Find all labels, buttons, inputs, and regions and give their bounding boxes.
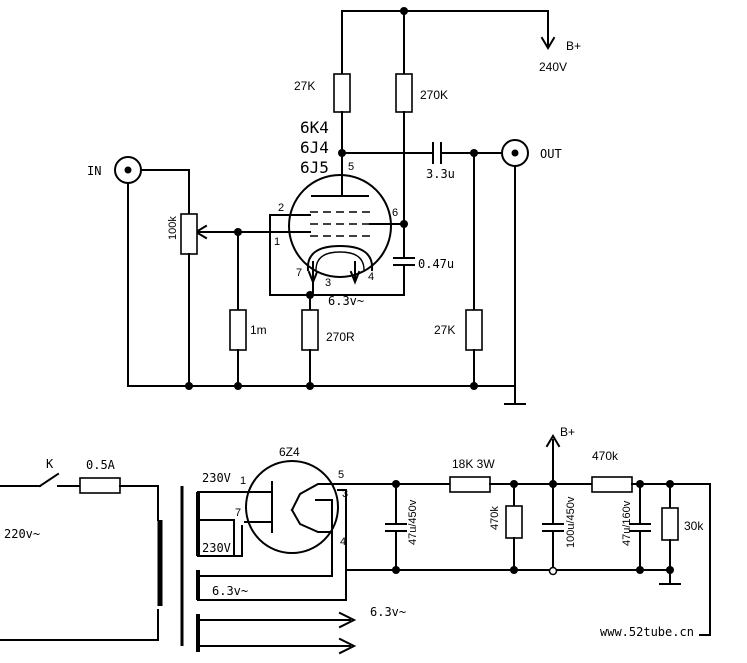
psu-rail: 18K 3W 470k www.52tube.cn [337, 449, 711, 639]
rect-pin-5: 5 [338, 469, 344, 481]
pentode-tube: 5 2 6 1 7 3 4 [274, 161, 398, 289]
cathode-resistor-label: 270R [326, 330, 355, 344]
filter-cap-2: 100u/450v [542, 483, 577, 569]
in-label: IN [87, 164, 101, 178]
load-resistor-label: 27K [434, 323, 455, 337]
fuse-label: 0.5A [86, 458, 116, 472]
screen-capacitor-label: 0.47u [418, 257, 454, 271]
preamp-stage: B+ 240V 27K 270K 6K4 6J4 6J5 [87, 7, 581, 405]
r470k-top-label: 470k [592, 449, 619, 463]
tube-pin-2: 2 [278, 202, 284, 214]
psu-ground [345, 566, 674, 576]
tube-pin-1: 1 [274, 236, 280, 248]
switch-label: K [46, 457, 54, 471]
ground-bus [127, 382, 516, 390]
power-transformer [157, 486, 200, 652]
output-jack: OUT [501, 139, 562, 405]
tube-type-1: 6K4 [300, 118, 329, 137]
b-plus-voltage: 240V [539, 60, 567, 74]
c1-label: 47u/450v [407, 499, 419, 545]
cathode-loop: 6.3v~ [269, 214, 405, 308]
series-resistor-label: 18K 3W [452, 457, 495, 471]
tube-pin-4: 4 [368, 271, 374, 283]
grid-resistor: 1m [229, 231, 267, 387]
bleeder-resistor: 470k [489, 483, 523, 571]
hv-secondary: 230V 230V [197, 471, 246, 557]
plate-resistor-label: 27K [294, 79, 315, 93]
hv-bottom-label: 230V [202, 541, 231, 555]
pot-label: 100k [167, 216, 179, 240]
rect-tube-label: 6Z4 [279, 445, 300, 459]
hv-top-label: 230V [202, 471, 231, 485]
load-30k: 30k [659, 483, 704, 585]
output-capacitor-label: 3.3u [426, 167, 455, 181]
rectifier-tube: 6Z4 1 7 5 3 4 [235, 445, 348, 577]
r30k-label: 30k [684, 519, 704, 533]
power-supply: K 0.5A 220v~ 230V 230V [0, 425, 711, 655]
grid-line [194, 224, 311, 240]
output-capacitor: 3.3u [341, 142, 503, 181]
tube-pin-3: 3 [325, 277, 331, 289]
filter-cap-3: 47u/160v [621, 483, 651, 571]
site-label: www.52tube.cn [600, 625, 694, 639]
tube-pin-5: 5 [348, 161, 354, 173]
rect-heater-label: 6.3v~ [212, 584, 248, 598]
psu-b-plus: B+ [545, 425, 575, 485]
c3-label: 47u/160v [621, 500, 633, 546]
tube-type-2: 6J4 [300, 138, 329, 157]
screen-resistor-label: 270K [420, 88, 448, 102]
out-label: OUT [540, 147, 562, 161]
psu-b-plus-label: B+ [560, 425, 575, 439]
heater-label: 6.3v~ [328, 294, 364, 308]
load-resistor: 27K [434, 152, 483, 387]
mains-label: 220v~ [4, 527, 40, 541]
grid-resistor-label: 1m [250, 323, 267, 337]
rect-pin-7: 7 [235, 507, 241, 519]
screen-capacitor: 0.47u [393, 257, 454, 296]
rect-pin-1: 1 [240, 475, 246, 487]
heater-output: 6.3v~ [197, 605, 406, 655]
rectifier-heater: 6.3v~ [197, 489, 347, 601]
b-plus-label: B+ [566, 39, 581, 53]
volume-pot: 100k [167, 169, 198, 387]
cathode-resistor: 270R [301, 294, 355, 387]
input-jack: IN [87, 156, 190, 387]
rect-pin-4: 4 [340, 536, 346, 548]
screen-resistor: 270K [395, 10, 448, 259]
filter-cap-1: 47u/450v [385, 483, 419, 571]
mains-input: K 0.5A 220v~ [0, 457, 159, 641]
r470k-side-label: 470k [489, 506, 501, 530]
tube-pin-7: 7 [296, 267, 302, 279]
c2-label: 100u/450v [565, 496, 577, 548]
tube-pin-6: 6 [392, 207, 398, 219]
tube-type-3: 6J5 [300, 158, 329, 177]
heater-out-label: 6.3v~ [370, 605, 406, 619]
b-plus-rail: B+ 240V [341, 7, 581, 74]
